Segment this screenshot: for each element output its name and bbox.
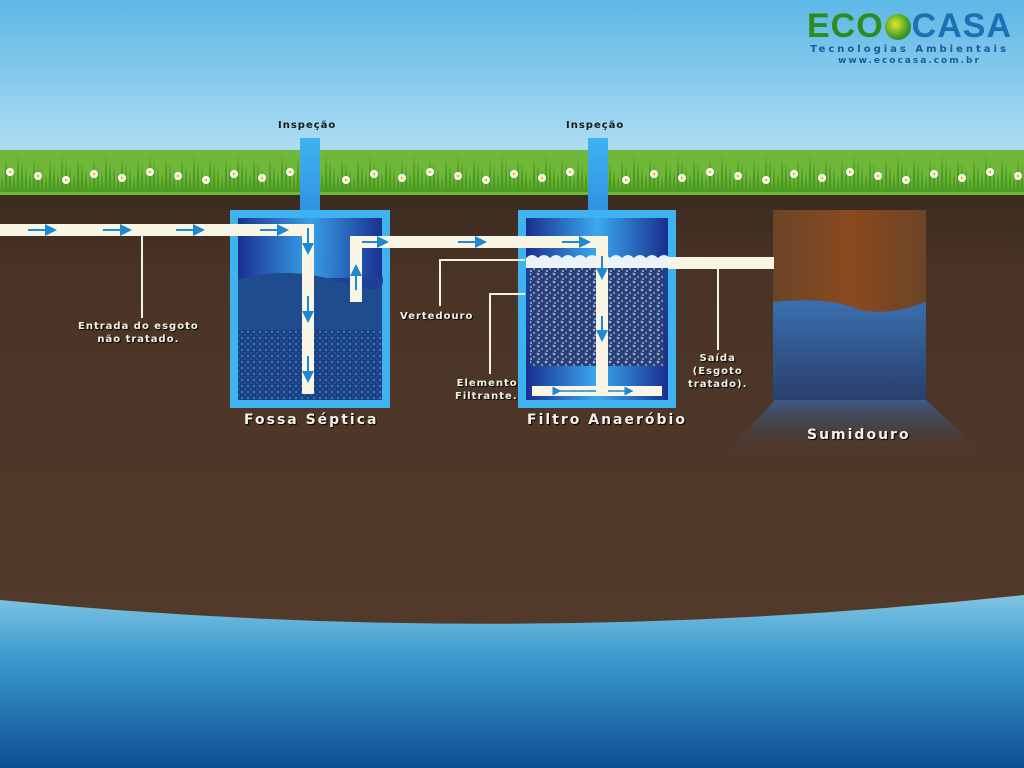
globe-icon xyxy=(884,14,911,40)
logo-casa: CASA xyxy=(911,7,1012,45)
label-outlet-line1: Saída xyxy=(699,353,736,364)
flow-arrows xyxy=(28,224,608,383)
inlet-pipe xyxy=(0,224,314,236)
label-anaerobic-filter: Filtro Anaeróbio xyxy=(527,412,687,428)
label-sink: Sumidouro xyxy=(807,427,911,443)
label-outlet-line3: tratado). xyxy=(688,379,748,390)
label-inspection-filter: Inspeção xyxy=(566,120,625,131)
label-inlet: Entrada do esgoto não tratado. xyxy=(78,320,199,346)
label-outlet: Saída (Esgoto tratado). xyxy=(688,352,747,391)
label-inlet-line2: não tratado. xyxy=(97,334,180,345)
leader-lines xyxy=(141,236,719,374)
logo-brand: ECO CASA xyxy=(807,8,1012,44)
logo-eco: ECO xyxy=(806,7,884,45)
label-septic-tank: Fossa Séptica xyxy=(244,412,379,428)
label-filter-element: Elemento Filtrante. xyxy=(455,377,518,403)
label-weir: Vertedouro xyxy=(400,311,474,322)
logo-tagline: Tecnologias Ambientais xyxy=(810,44,1009,55)
inspection-pipe-filter xyxy=(588,138,608,218)
pipes xyxy=(0,224,774,394)
inspection-pipe-septic xyxy=(300,138,320,218)
label-inspection-septic: Inspeção xyxy=(278,120,337,131)
outlet-pipe xyxy=(668,257,774,269)
ecocasa-logo: ECO CASA Tecnologias Ambientais www.ecoca… xyxy=(807,8,1012,67)
logo-url: www.ecocasa.com.br xyxy=(838,56,981,66)
label-filter-element-line2: Filtrante. xyxy=(455,391,518,402)
label-inlet-line1: Entrada do esgoto xyxy=(78,321,199,332)
label-filter-element-line1: Elemento xyxy=(456,378,518,389)
label-outlet-line2: (Esgoto xyxy=(692,366,743,377)
daisies xyxy=(6,168,1022,184)
sink-pit xyxy=(720,210,990,460)
